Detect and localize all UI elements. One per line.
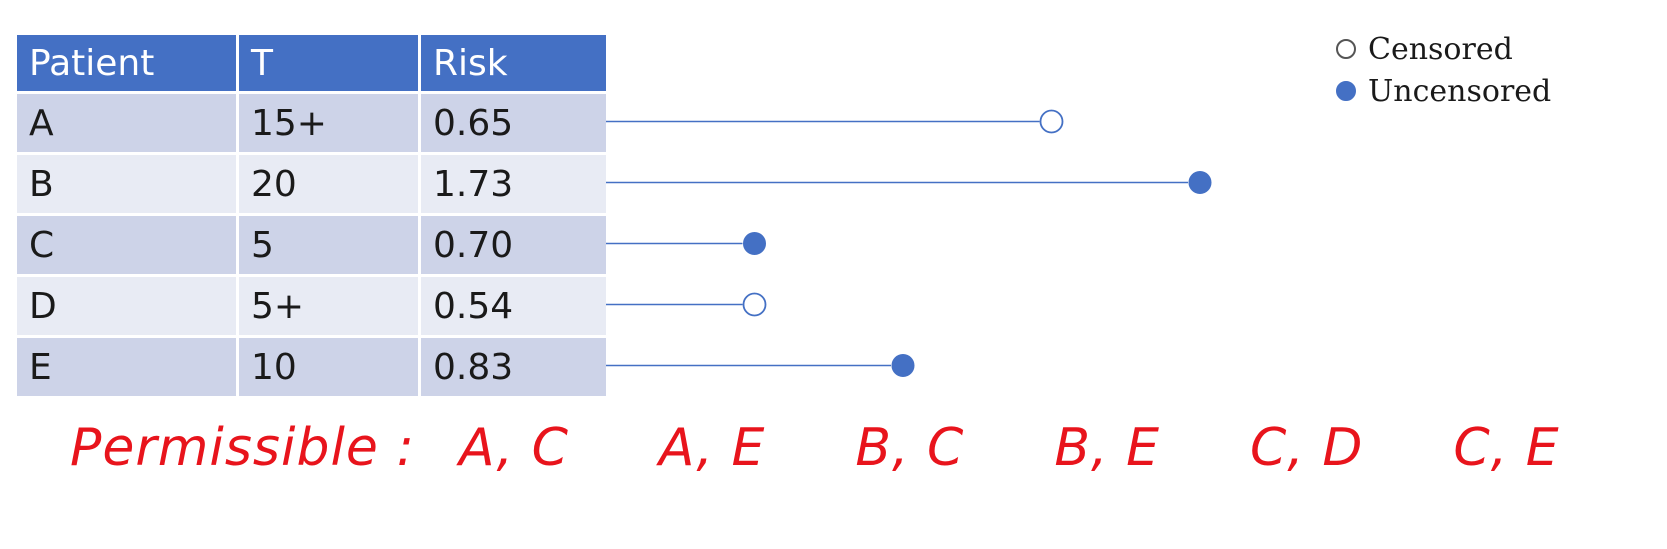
table-row: E 10 0.83 [14,335,609,399]
table-row: A 15+ 0.65 [14,91,609,155]
permissible-pairs-annotation: Permissible : A, C A, E B, C B, E C, D C… [70,418,1560,478]
legend-item-uncensored: Uncensored [1336,70,1551,112]
cell-risk: 0.54 [418,274,609,338]
open-circle-icon [1336,39,1356,59]
legend: Censored Uncensored [1336,28,1551,112]
permissible-pair: A, C [458,418,569,478]
legend-label-censored: Censored [1368,31,1513,67]
permissible-pair: C, E [1453,418,1560,478]
permissible-label: Permissible : [70,418,415,478]
legend-label-uncensored: Uncensored [1368,73,1552,109]
header-patient: Patient [14,32,239,94]
permissible-pair: B, C [855,418,965,478]
cell-risk: 0.65 [418,91,609,155]
permissible-pair: B, E [1054,418,1160,478]
cell-time: 5 [236,213,421,277]
event-marker-c [743,232,766,255]
cell-time: 15+ [236,91,421,155]
cell-time: 5+ [236,274,421,338]
table-row: D 5+ 0.54 [14,274,609,338]
event-marker-b [1188,171,1212,194]
cell-risk: 0.70 [418,213,609,277]
table-row: C 5 0.70 [14,213,609,277]
table-row: B 20 1.73 [14,152,609,216]
permissible-pair: A, E [658,418,766,478]
cell-patient: D [14,274,239,338]
cell-patient: B [14,152,239,216]
event-marker-e [891,354,915,377]
censored-marker-a [1039,109,1064,134]
cell-time: 20 [236,152,421,216]
survival-table: Patient T Risk A 15+ 0.65 B 20 1.73 C 5 … [14,32,609,399]
filled-circle-icon [1336,81,1356,101]
cell-patient: E [14,335,239,399]
header-risk: Risk [418,32,609,94]
cell-time: 10 [236,335,421,399]
legend-item-censored: Censored [1336,28,1551,70]
cell-patient: A [14,91,239,155]
cell-patient: C [14,213,239,277]
permissible-pair: C, D [1249,418,1364,478]
table-header-row: Patient T Risk [14,32,609,94]
header-time: T [236,32,421,94]
cell-risk: 0.83 [418,335,609,399]
censored-marker-d [742,292,767,317]
cell-risk: 1.73 [418,152,609,216]
